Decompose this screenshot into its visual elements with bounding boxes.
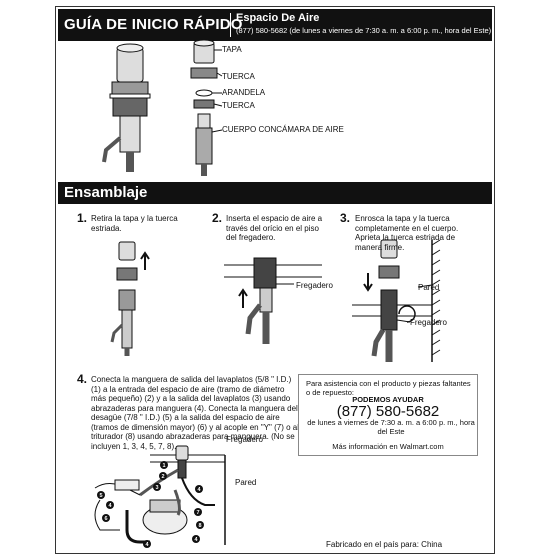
- header-divider: [230, 13, 231, 37]
- callout-1: 1: [162, 463, 165, 469]
- label-tuerca: TUERCA: [222, 101, 255, 110]
- callout-3: 3: [155, 485, 158, 491]
- callout-4d: 4: [108, 503, 112, 509]
- guide-title: GUÍA DE INICIO RÁPIDO: [64, 16, 243, 33]
- page-frame: [55, 6, 495, 554]
- callout-2: 2: [161, 474, 164, 480]
- label-pared-step3: Pared: [418, 283, 440, 292]
- step1-text: Retira la tapa y la tuerca estriada.: [91, 214, 178, 233]
- callout-4c: 4: [145, 542, 149, 548]
- header-phone: (877) 580-5682 (de lunes a viernes de 7:…: [236, 26, 492, 35]
- step4-illustration: [94, 445, 226, 545]
- label-cuerpo: CUERPO CONCÁMARA DE AIRE: [222, 125, 344, 134]
- help-intro: Para asistencia con el producto y piezas…: [306, 379, 471, 397]
- step2-text: Inserta el espacio de aire a través del …: [226, 214, 323, 242]
- help-heading: PODEMOS AYUDAR: [352, 395, 424, 404]
- help-box: [298, 374, 478, 456]
- callout-5: 5: [99, 493, 102, 499]
- step3-text: Enrosca la tapa y la tuerca completament…: [355, 214, 459, 252]
- label-arandela: ARANDELA: [222, 88, 266, 97]
- callout-4a: 4: [197, 487, 201, 493]
- step2-illustration: [224, 257, 322, 344]
- callout-6: 6: [104, 516, 107, 522]
- step1-number: 1.: [77, 211, 88, 225]
- assembled-air-gap-illustration: [102, 43, 151, 172]
- step2-number: 2.: [212, 211, 223, 225]
- step3-number: 3.: [340, 211, 351, 225]
- label-fregadero-step2: Fregadero: [296, 281, 333, 290]
- help-hours: de lunes a viernes de 7:30 a. m. a 6:00 …: [307, 418, 475, 436]
- help-website: Más información en Walmart.com: [332, 442, 444, 451]
- callout-4b: 4: [194, 537, 198, 543]
- assembly-title: Ensamblaje: [64, 184, 148, 201]
- assembly-bar: Ensamblaje: [58, 182, 492, 204]
- label-pared-step4: Pared: [235, 478, 257, 487]
- label-tuerca-top: TUERCA: [222, 72, 255, 81]
- label-tapa: TAPA: [222, 45, 242, 54]
- step4-number: 4.: [77, 372, 88, 386]
- label-fregadero-step3: Fregadero: [410, 318, 447, 327]
- header-bar: GUÍA DE INICIO RÁPIDO Espacio De Aire (8…: [58, 9, 492, 41]
- callout-7: 7: [196, 510, 199, 516]
- label-fregadero-step4: Fregadero: [226, 435, 263, 444]
- callout-8: 8: [198, 523, 201, 529]
- exploded-parts-illustration: [190, 39, 223, 176]
- product-name: Espacio De Aire: [236, 12, 320, 24]
- step4-text: Conecta la manguera de salida del lavapl…: [91, 375, 299, 451]
- made-in-footer: Fabricado en el país para: China: [326, 540, 443, 549]
- step3-illustration: [352, 239, 441, 362]
- step1-illustration: [110, 241, 150, 356]
- help-phone: (877) 580-5682: [336, 403, 440, 420]
